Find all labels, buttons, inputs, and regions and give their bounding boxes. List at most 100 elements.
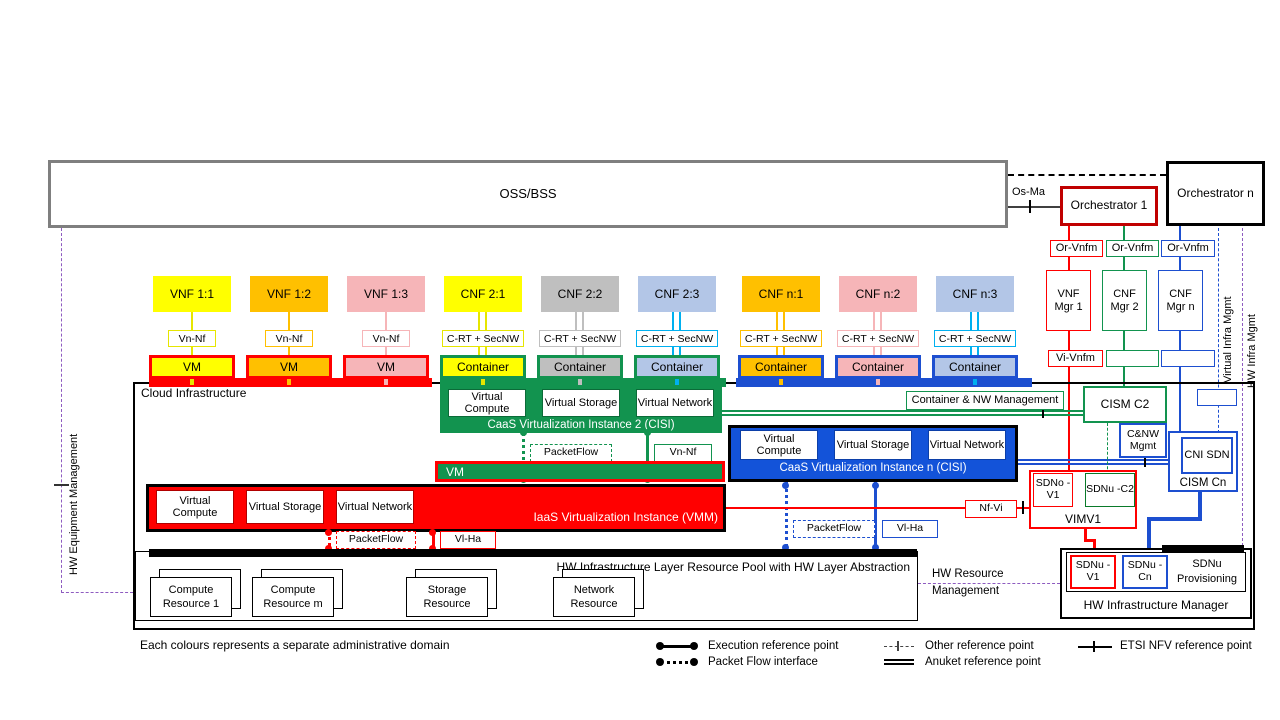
- iaas-title: IaaS Virtualization Instance (VMM): [400, 510, 718, 524]
- caas2-packetflow-dotted-line: [522, 432, 525, 480]
- iaas-vm-bar: VM: [435, 461, 725, 482]
- caas2-virtual-network-label: Virtual Network: [637, 396, 713, 409]
- nf-box: VNF 1:3: [347, 276, 425, 312]
- caas2-virtual-storage-box: Virtual Storage: [542, 389, 620, 417]
- nf-vi-box: Nf-Vi: [965, 500, 1017, 518]
- hw-infra-mgmt-label: HW Infra Mgmt: [1245, 258, 1259, 388]
- cnf-mgr-2-label: CNF Mgr 2: [1110, 288, 1139, 313]
- iaas-title-text: IaaS Virtualization Instance (VMM): [533, 510, 718, 524]
- hw-infra-manager-title-text: HW Infrastructure Manager: [1083, 598, 1229, 612]
- os-ma-tick: [1029, 200, 1031, 213]
- caas2-vnnf-label: Vn-Nf: [669, 446, 697, 459]
- nf-box: CNF n:3: [936, 276, 1014, 312]
- nf-box: CNF 2:1: [444, 276, 522, 312]
- hw-equipment-mgmt-label: HW Equipment Management: [66, 345, 82, 575]
- legend-etsi-label: ETSI NFV reference point: [1120, 640, 1252, 652]
- hw-equipment-dashed-vline: [61, 228, 62, 593]
- or-vnfm-red-label: Or-Vnfm: [1055, 242, 1098, 255]
- iaas-vlha-solid-line: [432, 532, 435, 549]
- nf-vi-line: [726, 507, 1029, 509]
- iface-box: C-RT + SecNW: [934, 330, 1016, 347]
- nf-box: VNF 1:2: [250, 276, 328, 312]
- or-vnfm-red-box: Or-Vnfm: [1050, 240, 1103, 257]
- caas2-virtual-network-box: Virtual Network: [636, 389, 714, 417]
- caas2-vnnf-dot-top: [644, 429, 651, 436]
- virtual-infra-empty-box: [1197, 389, 1237, 406]
- caasn-anuket-tick: [1144, 453, 1146, 467]
- iface-box: C-RT + SecNW: [442, 330, 524, 347]
- vimv1-label: VIMV1: [1029, 512, 1137, 526]
- iaas-packetflow-dotted-line: [328, 532, 331, 551]
- bar-tick: [190, 379, 194, 385]
- caasn-vlha-label-box: Vl-Ha: [882, 520, 938, 538]
- caasn-title-text: CaaS Virtualization Instance n (CISI): [779, 462, 967, 474]
- iaas-vlha-label-box: Vl-Ha: [440, 531, 496, 549]
- os-ma-label: Os-Ma: [1012, 186, 1045, 198]
- iaas-packetflow-label: PacketFlow: [348, 533, 404, 546]
- orchestrator-1-label: Orchestrator 1: [1070, 198, 1148, 213]
- caas2-title: CaaS Virtualization Instance 2 (CISI): [440, 419, 722, 431]
- cismcn-sdnu-elbow-v1: [1198, 492, 1202, 520]
- virtual-infra-mgmt-dashed-line: [1218, 228, 1219, 438]
- caasn-virtual-network-box: Virtual Network: [928, 430, 1006, 460]
- sdnu-provisioning-text: SDNu Provisioning: [1177, 558, 1237, 586]
- caasn-vlha-label: Vl-Ha: [896, 522, 924, 535]
- caasn-packetflow-label-box: PacketFlow: [793, 520, 875, 538]
- nf-box: VNF 1:1: [153, 276, 231, 312]
- caas2-packetflow-label: PacketFlow: [543, 446, 599, 459]
- legend-packetflow-symbol: [660, 661, 694, 664]
- caas2-vnnf-label-box: Vn-Nf: [654, 444, 712, 462]
- legend-execution-symbol: [660, 645, 694, 648]
- container-nw-mgmt-box: Container & NW Management: [906, 391, 1064, 410]
- caasn-anuket-line-1: [1018, 459, 1168, 461]
- caas2-green-bar: [440, 378, 726, 387]
- legend-other-label: Other reference point: [925, 640, 1034, 652]
- caas2-virtual-compute-box: Virtual Compute: [448, 389, 526, 417]
- nf-box: CNF 2:2: [541, 276, 619, 312]
- ref-point-green-empty-box: [1106, 350, 1159, 367]
- legend-anuket-symbol-2: [884, 663, 914, 665]
- caas2-packetflow-dot-top: [520, 429, 527, 436]
- orchestrator-n-label: Orchestrator n: [1177, 185, 1254, 200]
- sdnu-v1-label: SDNu -V1: [1075, 559, 1111, 583]
- legend-packetflow-dot-right: [690, 658, 698, 666]
- container-nw-mgmt-label: Container & NW Management: [911, 394, 1059, 407]
- caasn-packetflow-dot-bottom: [782, 544, 789, 551]
- cnf-mgr-n-box: CNF Mgr n: [1158, 270, 1203, 331]
- legend-packetflow-dot-left: [656, 658, 664, 666]
- oss-bss-label: OSS/BSS: [499, 185, 557, 201]
- unit-box: Container: [738, 355, 824, 379]
- iaas-virtual-network-box: Virtual Network: [336, 490, 414, 524]
- cnw-mgmt-label: C&NW Mgmt: [1126, 427, 1160, 452]
- legend-packetflow-label: Packet Flow interface: [708, 656, 818, 668]
- caas2-virtual-compute-label: Virtual Compute: [464, 390, 510, 415]
- virtual-infra-mgmt-label: Virtual Infra Mgmt: [1221, 243, 1235, 383]
- iaas-vm-bar-label: VM: [446, 464, 464, 479]
- vimv1-sdnu-elbow-h: [1084, 539, 1096, 542]
- unit-box: Container: [932, 355, 1018, 379]
- sdnu-cn-label: SDNu -Cn: [1127, 559, 1163, 583]
- hw-resource-mgmt-label: HW Resource Management: [932, 566, 1028, 601]
- iaas-box: [146, 484, 726, 532]
- resource-box: Network Resource: [553, 577, 635, 617]
- legend-other-text: Other reference point: [925, 640, 1034, 652]
- sdnu-provisioning-bar: [1162, 545, 1244, 553]
- hw-infra-manager-title: HW Infrastructure Manager: [1060, 598, 1252, 612]
- cism-c2-label: CISM C2: [1100, 396, 1150, 411]
- hw-equipment-dashed-hline: [61, 592, 133, 593]
- sdnu-cn-box: SDNu -Cn: [1122, 555, 1168, 589]
- or-vnfm-blue-box: Or-Vnfm: [1161, 240, 1215, 257]
- caasn-virtual-compute-label: Virtual Compute: [756, 432, 802, 457]
- nf-vi-tick: [1022, 501, 1024, 514]
- iaas-vlha-dot-top: [429, 529, 436, 536]
- hw-resource-mgmt-text: HW Resource Management: [932, 568, 1004, 598]
- iaas-vlha-label: Vl-Ha: [454, 533, 482, 546]
